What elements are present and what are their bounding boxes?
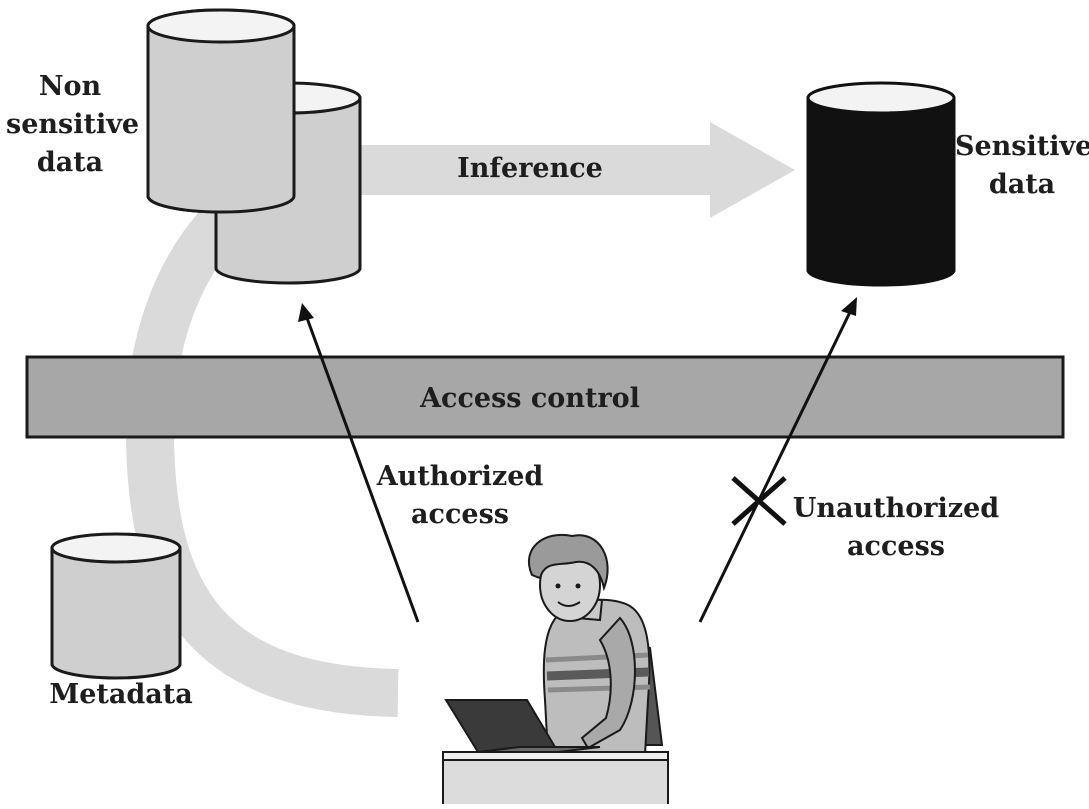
authorized-label-line-1: Authorized xyxy=(376,461,544,492)
unauthorized-label-line-2: access xyxy=(847,531,945,562)
sensitive-label-line-2: data xyxy=(988,169,1056,200)
metadata-cylinder xyxy=(50,532,182,680)
metadata-inference-band xyxy=(125,181,399,717)
authorized-access-arrow xyxy=(298,303,420,623)
inference-arrow xyxy=(355,122,795,218)
non-sensitive-data-label: Non sensitive data xyxy=(6,68,140,182)
authorized-access-label: Authorized access xyxy=(370,458,550,534)
denied-cross-icon xyxy=(731,476,787,526)
unauthorized-access-arrow xyxy=(698,297,857,623)
access-control-label: Access control xyxy=(420,383,640,414)
sensitive-label-line-1: Sensitive xyxy=(955,131,1089,162)
unauthorized-label-line-1: Unauthorized xyxy=(792,493,1000,524)
sensitive-data-label: Sensitive data xyxy=(955,128,1089,204)
non-sensitive-data-cylinder-front-overlay xyxy=(146,8,296,214)
inference-label: Inference xyxy=(457,153,603,184)
authorized-label-line-2: access xyxy=(411,499,509,530)
sensitive-data-cylinder xyxy=(806,81,956,287)
non-sensitive-label-line-3: data xyxy=(36,147,104,178)
access-control-bar xyxy=(25,355,1065,439)
metadata-label: Metadata xyxy=(49,679,193,710)
user-at-laptop-figure xyxy=(442,533,669,807)
non-sensitive-label-line-2: sensitive xyxy=(6,109,140,140)
unauthorized-access-label: Unauthorized access xyxy=(786,490,1006,566)
non-sensitive-label-line-1: Non xyxy=(38,71,102,102)
